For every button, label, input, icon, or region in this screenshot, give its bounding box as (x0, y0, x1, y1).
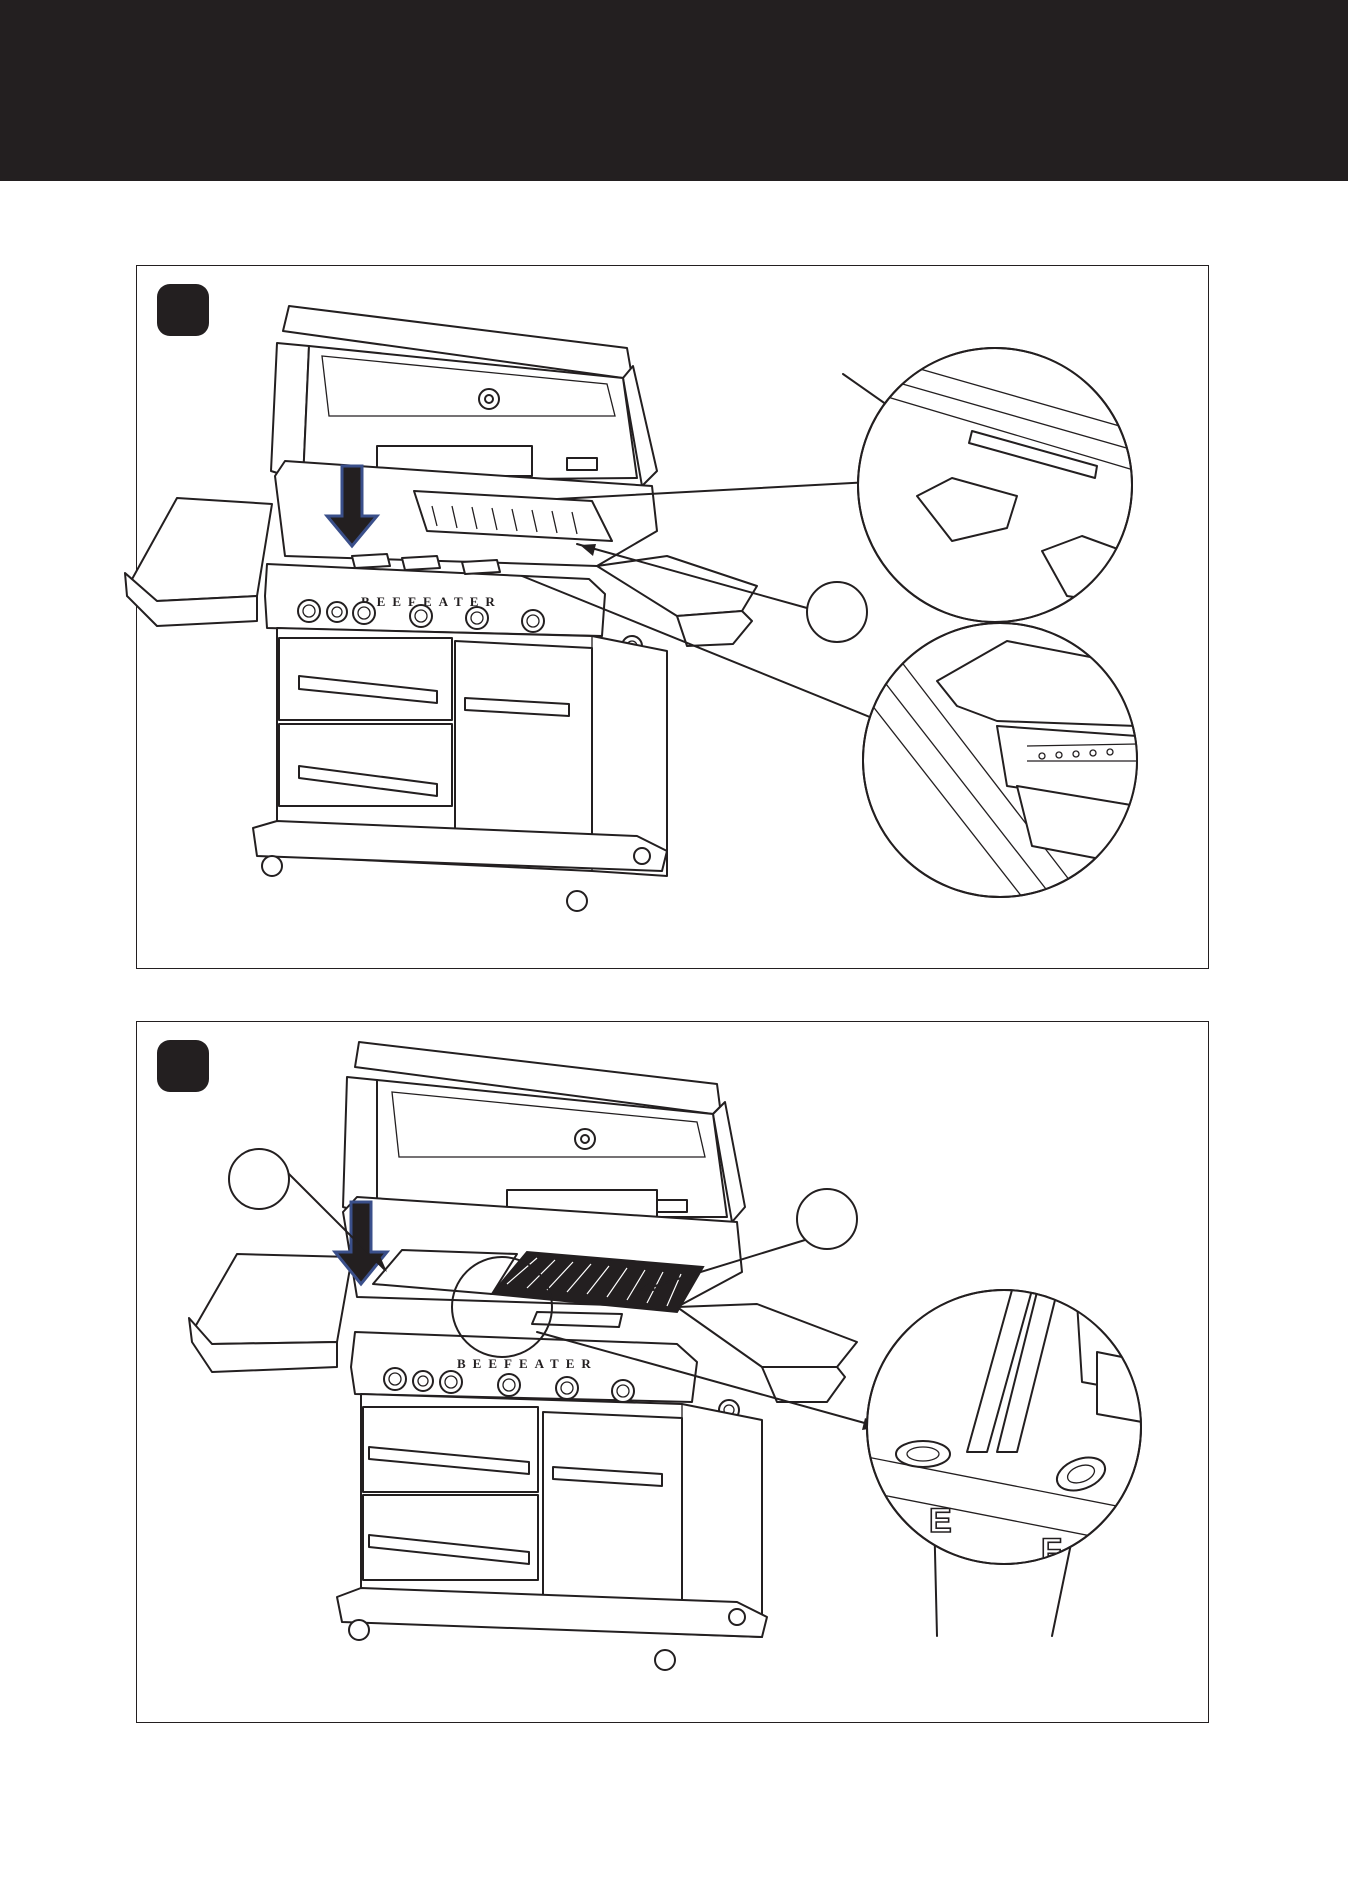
step-2-panel: BEEFEATER (136, 1021, 1209, 1723)
step-1-panel: BEEFEATER (136, 265, 1209, 969)
brand-label: BEEFEATER (457, 1356, 598, 1371)
step-2-illustration: BEEFEATER (137, 1022, 1210, 1724)
bbq-body: BEEFEATER (125, 461, 757, 911)
callout-circle-a (807, 582, 867, 642)
bbq-body: BEEFEATER (189, 1197, 857, 1670)
page-header-band (0, 0, 1348, 181)
burner-tube-detail-view (857, 623, 1137, 916)
vaporiser-slot-detail-view (857, 348, 1137, 622)
bbq-lid (343, 1042, 745, 1222)
detail-label-f: F (1041, 1532, 1062, 1570)
callout-circle-a (229, 1149, 289, 1209)
bbq-lid (271, 306, 657, 486)
detail-label-e: E (929, 1502, 952, 1540)
slot-position-detail-view: E F (867, 1272, 1147, 1570)
step-1-illustration: BEEFEATER (137, 266, 1210, 970)
callout-circle-b (797, 1189, 857, 1249)
